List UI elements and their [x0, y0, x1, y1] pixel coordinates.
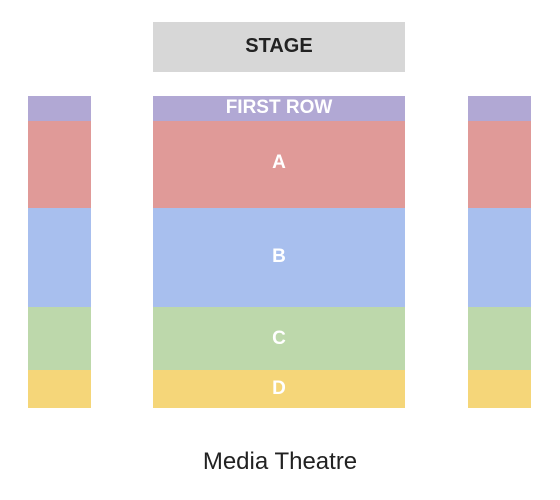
center-section-a[interactable]: A — [153, 121, 405, 208]
center-section-first-row[interactable]: FIRST ROW — [153, 96, 405, 121]
stage: STAGE — [153, 22, 405, 72]
left-section-d[interactable] — [28, 370, 91, 408]
right-section-a[interactable] — [468, 121, 531, 208]
center-section-c[interactable]: C — [153, 307, 405, 370]
first-row-label: FIRST ROW — [225, 97, 333, 118]
center-section-b[interactable]: B — [153, 208, 405, 307]
section-d-label: D — [272, 378, 286, 399]
right-section-d[interactable] — [468, 370, 531, 408]
section-b-label: B — [272, 246, 286, 267]
left-section-b[interactable] — [28, 208, 91, 307]
section-c-label: C — [272, 328, 286, 349]
left-section-a[interactable] — [28, 121, 91, 208]
left-section-first-row[interactable] — [28, 96, 91, 121]
stage-label: STAGE — [245, 35, 313, 57]
left-section-c[interactable] — [28, 307, 91, 370]
venue-name: Media Theatre — [202, 448, 358, 475]
center-section-d[interactable]: D — [153, 370, 405, 408]
right-section-c[interactable] — [468, 307, 531, 370]
section-a-label: A — [272, 152, 286, 173]
right-section-first-row[interactable] — [468, 96, 531, 121]
right-section-b[interactable] — [468, 208, 531, 307]
